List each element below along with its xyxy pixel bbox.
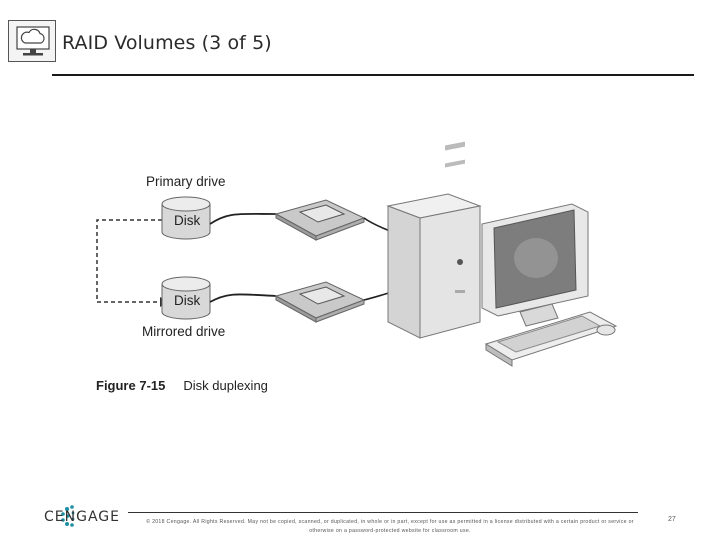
figure-number: Figure 7-15: [96, 378, 166, 393]
primary-drive-label: Primary drive: [146, 174, 226, 189]
cengage-logo-icon: [61, 505, 75, 527]
mouse: [596, 324, 616, 336]
figure-title: Disk duplexing: [183, 378, 268, 393]
page-number: 27: [668, 516, 676, 523]
computer-tower: [386, 141, 482, 339]
controller-card-top: [274, 199, 366, 241]
primary-disk: [161, 196, 211, 240]
copyright-line-1: © 2018 Cengage. All Rights Reserved. May…: [146, 519, 634, 525]
controller-card-bottom: [274, 281, 366, 323]
copyright-line-2: otherwise on a password-protected websit…: [309, 528, 471, 534]
brand-name: CENGAGE: [44, 509, 120, 525]
footer-divider: [128, 512, 638, 513]
dashed-connector: [96, 219, 162, 303]
monitor: [481, 203, 589, 327]
disk-label-bottom: Disk: [174, 293, 201, 308]
copyright-notice: © 2018 Cengage. All Rights Reserved. May…: [140, 518, 640, 536]
figure-caption: Figure 7-15 Disk duplexing: [96, 378, 268, 393]
mirrored-drive-label: Mirrored drive: [142, 324, 226, 339]
keyboard: [484, 311, 618, 367]
mirrored-disk: [161, 276, 211, 320]
cable-top: [209, 212, 277, 225]
disk-label-top: Disk: [174, 213, 201, 228]
page-title: RAID Volumes (3 of 5): [62, 32, 272, 54]
title-divider: [52, 74, 694, 76]
cloud-monitor-icon: [8, 20, 56, 62]
cable-bottom: [209, 293, 277, 303]
